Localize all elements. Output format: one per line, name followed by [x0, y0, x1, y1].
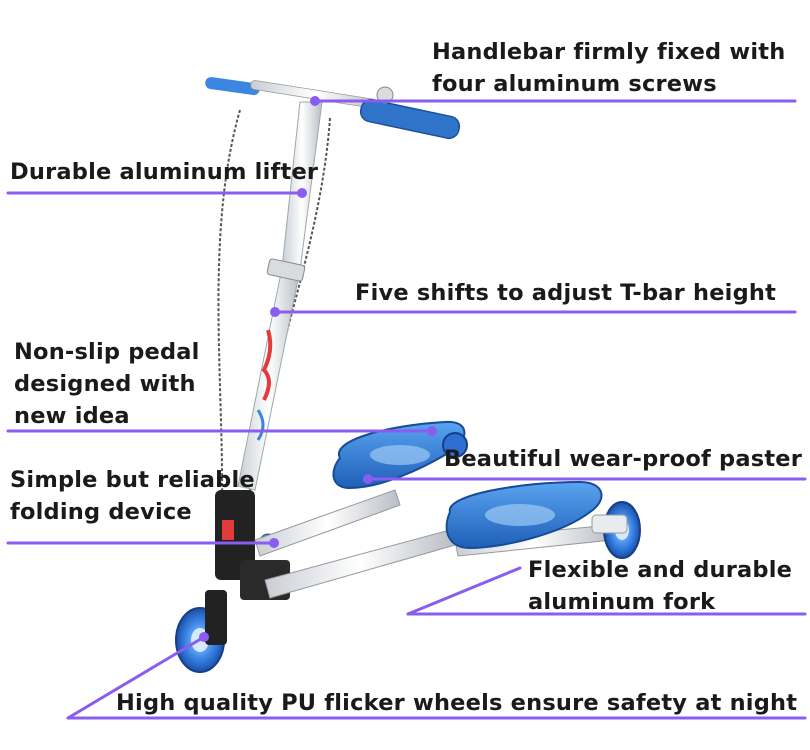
callout-wheels: High quality PU flicker wheels ensure sa…: [116, 690, 798, 716]
left-pedal-deck: [332, 420, 468, 490]
leader-dot: [270, 307, 280, 317]
steering-column: [237, 101, 323, 491]
callout-pedal: Non-slip pedal designed with new idea: [14, 339, 200, 429]
rear-wheel: [591, 501, 641, 559]
callout-fork: Flexible and durable aluminum fork: [528, 557, 793, 615]
callout-tbar: Five shifts to adjust T-bar height: [355, 280, 777, 306]
leader-dot: [427, 426, 437, 436]
leader-dot: [269, 538, 279, 548]
leader-dot: [199, 632, 209, 642]
leader-line: [406, 566, 522, 616]
front-wheel: [175, 590, 227, 673]
rear-arms: [254, 489, 613, 599]
callout-paster: Beautiful wear-proof paster: [444, 446, 803, 472]
callout-folding: Simple but reliable folding device: [10, 467, 255, 525]
callout-lifter: Durable aluminum lifter: [10, 159, 319, 185]
handlebar: [205, 77, 461, 140]
leader-line: [66, 635, 206, 720]
leader-dot: [297, 188, 307, 198]
leader-dot: [310, 96, 320, 106]
right-pedal-deck: [445, 480, 603, 550]
leader-dot: [363, 474, 373, 484]
callout-handlebar: Handlebar firmly fixed with four aluminu…: [432, 39, 786, 97]
